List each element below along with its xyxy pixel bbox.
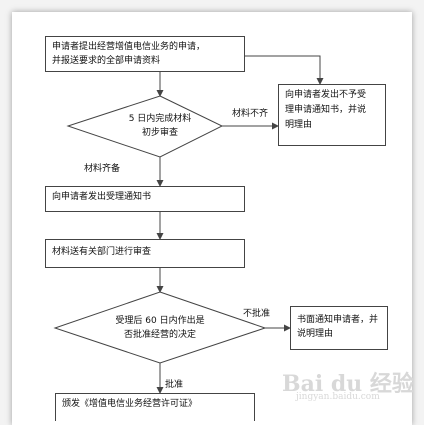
step-written-notice: 书面通知申请者，并 说明理由	[290, 306, 388, 350]
step-issue-license: 颁发《增值电信业务经营许可证》	[55, 393, 255, 421]
label-incomplete: 材料不齐	[232, 109, 269, 119]
watermark-brand: Bai du 经验	[282, 371, 414, 397]
step-accept-notice: 向申请者发出受理通知书	[45, 186, 245, 212]
arrow-apply-to-reject	[245, 55, 324, 85]
decision-diamond-review	[66, 95, 224, 158]
label-complete: 材料齐备	[84, 164, 121, 174]
flowchart-panel	[12, 12, 412, 425]
step-apply: 申请者提出经营增值电信业务的申请， 并报送要求的全部申请资料	[45, 36, 245, 72]
watermark-url: jingyan.baidu.com	[296, 392, 380, 402]
step-reject-notice: 向申请者发出不予受 理申请通知书，并说 明理由	[278, 84, 386, 146]
step-decide-60-days: 受理后 60 日内作出是 否批准经营的决定	[115, 316, 205, 340]
step-send-department: 材料送有关部门进行审查	[45, 239, 245, 268]
label-not-approved: 不批准	[243, 309, 271, 319]
step-review-5-days: 5 日内完成材料 初步审查	[128, 114, 192, 138]
decision-diamond-approve	[53, 291, 267, 364]
label-approved: 批准	[165, 380, 184, 390]
